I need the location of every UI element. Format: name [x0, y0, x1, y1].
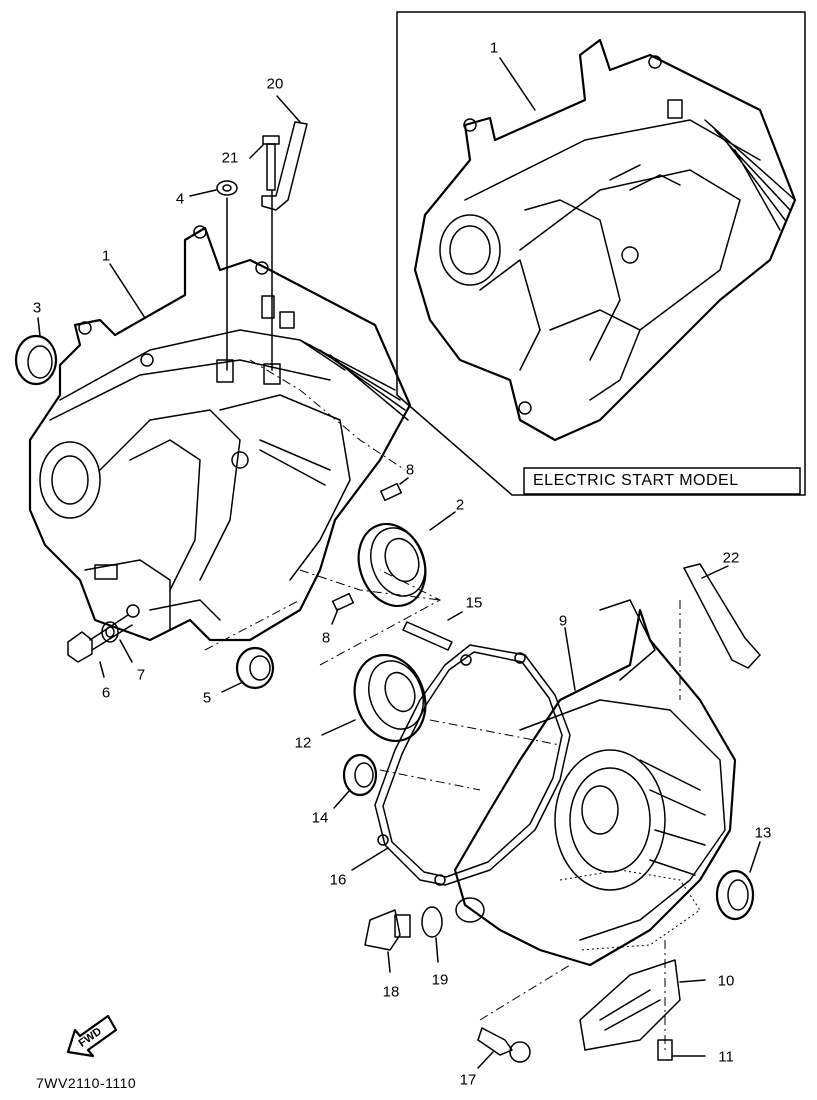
crankcase-cover-9-drawing [453, 599, 737, 967]
washer-4-drawing [189, 180, 238, 197]
callout-15: 15 [465, 594, 483, 612]
callout-22: 22 [722, 549, 740, 567]
callout-7: 7 [136, 666, 146, 684]
dowel-pin-8-upper [379, 477, 409, 502]
inset-electric-start-model [396, 11, 806, 496]
bolt-6-drawing [67, 614, 133, 678]
callout-19: 19 [431, 971, 449, 989]
inset-label-box [523, 467, 801, 495]
callout-18: 18 [382, 983, 400, 1001]
callout-6: 6 [101, 684, 111, 702]
callout-9: 9 [558, 612, 568, 630]
bolt-21-drawing [249, 135, 280, 191]
axis-line-b [249, 359, 406, 471]
pin-15-drawing [402, 611, 463, 651]
callout-12: 12 [294, 734, 312, 752]
callout-14: 14 [311, 809, 329, 827]
inset-frame [396, 11, 806, 496]
crankcase-1 [28, 225, 412, 642]
inset-caption: ELECTRIC START MODEL [533, 472, 739, 489]
axis-line-a [204, 599, 301, 651]
fwd-arrow-icon [66, 1014, 118, 1058]
callout-20: 20 [266, 75, 284, 93]
callout-3: 3 [32, 299, 42, 317]
oil-seal-5-drawing [221, 646, 275, 693]
bolt-17-drawing [477, 964, 571, 1069]
inset-crankcase-1 [413, 38, 797, 442]
oil-seal-14-drawing [333, 753, 378, 809]
axis-line-e [429, 719, 561, 746]
leader-1 [109, 263, 146, 319]
bracket-22-drawing [679, 563, 761, 700]
callout-5: 5 [202, 689, 212, 707]
oil-seal-3-drawing [14, 317, 58, 386]
cover-10-drawing [579, 940, 706, 1051]
callout-11: 11 [718, 1048, 734, 1066]
axis-line-d [299, 569, 441, 601]
callout-21: 21 [221, 149, 239, 167]
o-ring-19-drawing [421, 906, 443, 963]
callout-13: 13 [754, 824, 772, 842]
callout-17: 17 [459, 1071, 477, 1089]
callout-1: 1 [101, 247, 111, 265]
leader-1-inset [499, 57, 536, 111]
callout-8-lower: 8 [321, 629, 331, 647]
callout-1-inset: 1 [489, 39, 499, 57]
bracket-20-drawing [261, 95, 308, 211]
dowel-pin-8-lower [331, 592, 355, 625]
diagram-code: 7WV2110-1110 [36, 1075, 137, 1091]
bearing-12-drawing [321, 653, 427, 743]
oil-seal-13-drawing [715, 841, 761, 921]
washer-7-drawing [101, 621, 133, 663]
axis-line-f [379, 769, 481, 791]
callout-8-upper: 8 [405, 461, 415, 479]
callout-10: 10 [717, 972, 735, 990]
callout-2: 2 [455, 496, 465, 514]
drain-plug-18-drawing [364, 909, 411, 973]
callout-16: 16 [329, 871, 347, 889]
axis-line-c [319, 569, 442, 666]
bearing-2-drawing [357, 511, 456, 608]
callout-4: 4 [175, 190, 185, 208]
gasket-16-drawing [351, 644, 571, 886]
fwd-label: FWD [77, 1025, 104, 1049]
bolt-11-drawing [657, 1039, 706, 1061]
